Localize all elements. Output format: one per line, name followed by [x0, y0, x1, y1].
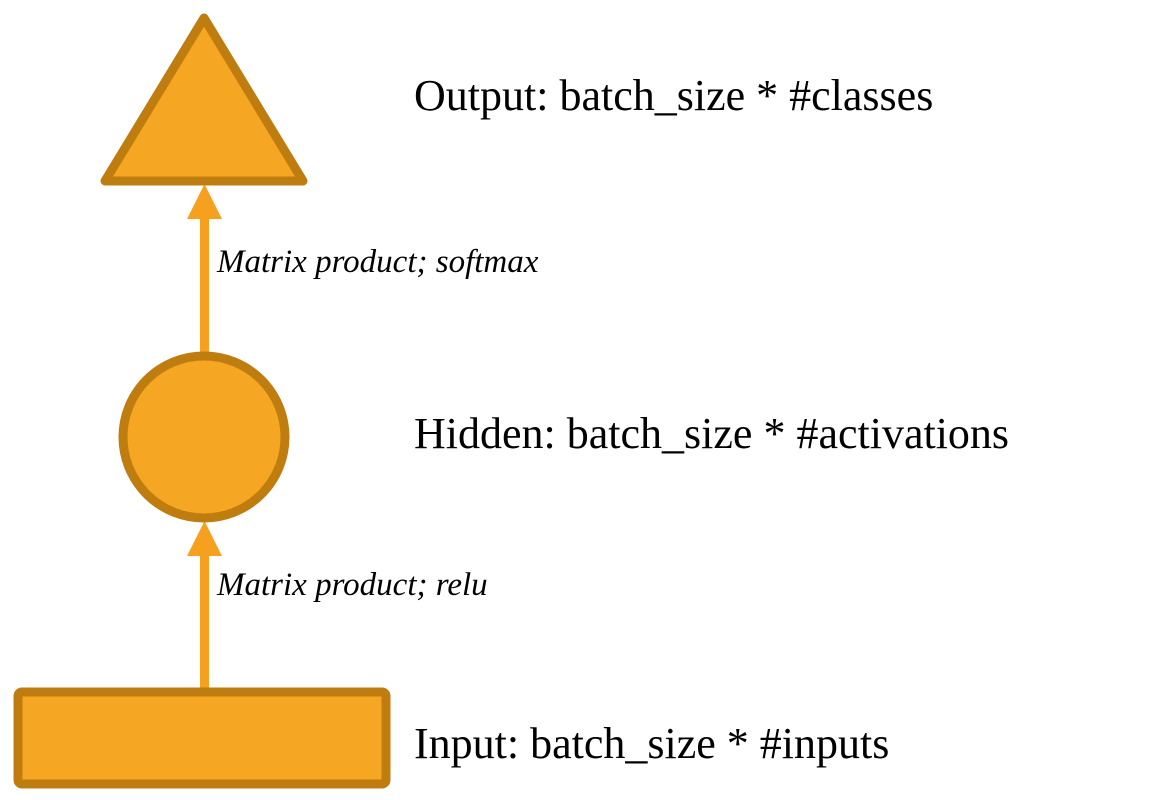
- arrow-shaft-input-to-hidden: [200, 545, 209, 690]
- node-input-rectangle[interactable]: [13, 687, 391, 789]
- arrow-head-hidden-to-output: [187, 184, 222, 219]
- arrow-head-input-to-hidden: [187, 521, 222, 556]
- edge-hidden-to-output-label: Matrix product; softmax: [217, 244, 539, 280]
- node-hidden-circle[interactable]: [118, 351, 290, 523]
- arrow-shaft-hidden-to-output: [200, 208, 209, 356]
- edge-input-to-hidden-label: Matrix product; relu: [217, 567, 488, 603]
- edge-input-to-hidden-arrow: [187, 521, 222, 690]
- node-output-label: Output: batch_size * #classes: [414, 71, 934, 120]
- node-hidden-label: Hidden: batch_size * #activations: [414, 409, 1010, 458]
- node-output-triangle[interactable]: [100, 13, 308, 186]
- node-input-label: Input: batch_size * #inputs: [414, 719, 890, 768]
- edge-hidden-to-output-arrow: [187, 184, 222, 356]
